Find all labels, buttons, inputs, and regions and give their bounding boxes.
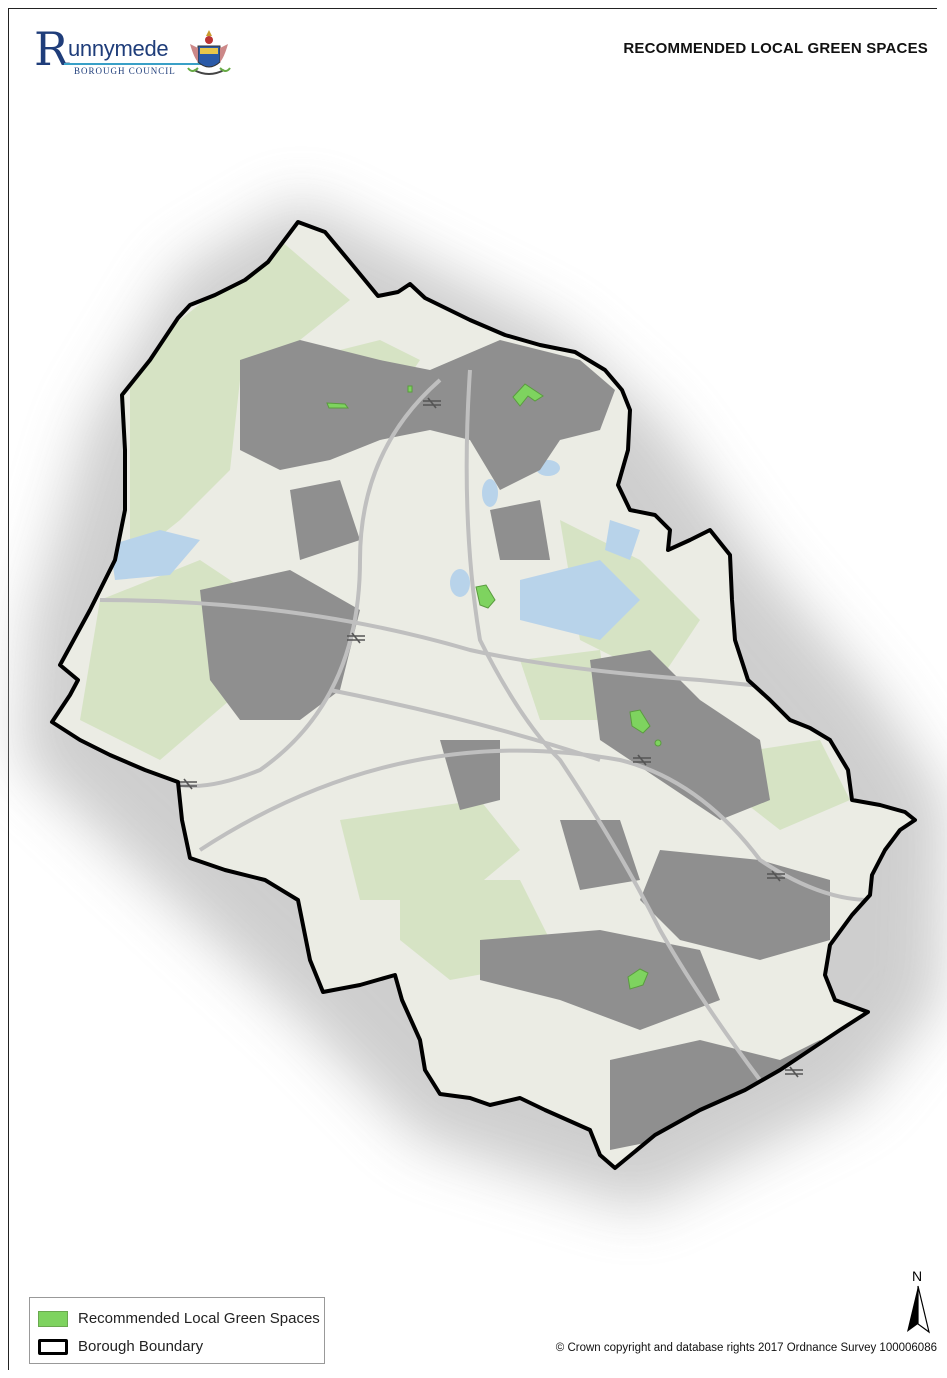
urban-areas — [200, 340, 840, 1150]
green-space-6 — [654, 739, 662, 747]
legend-label: Recommended Local Green Spaces — [78, 1310, 320, 1327]
north-label: N — [912, 1268, 923, 1284]
logo-text: unnymede — [68, 36, 169, 61]
legend-item-green-spaces: Recommended Local Green Spaces — [38, 1310, 320, 1327]
council-logo: R unnymede BOROUGH COUNCIL — [34, 26, 234, 86]
logo-subtext: BOROUGH COUNCIL — [74, 66, 176, 76]
green-space-5 — [629, 709, 651, 734]
green-space-2 — [407, 385, 413, 393]
green-space-7 — [627, 968, 649, 990]
north-arrow-icon — [907, 1285, 930, 1334]
map-frame — [8, 8, 937, 1370]
map-legend: Recommended Local Green Spaces Borough B… — [29, 1297, 325, 1364]
legend-item-boundary: Borough Boundary — [38, 1338, 203, 1355]
rail-station-icons — [179, 397, 803, 1078]
green-space-1 — [326, 402, 349, 409]
copyright-notice: © Crown copyright and database rights 20… — [555, 1342, 937, 1354]
green-spaces[interactable] — [326, 383, 662, 990]
green-space-4 — [475, 584, 496, 609]
water-bodies — [110, 460, 640, 640]
borough-boundary — [50, 220, 917, 1170]
north-arrow: N — [903, 1268, 933, 1334]
green-space-swatch — [38, 1310, 68, 1327]
legend-label: Borough Boundary — [78, 1338, 204, 1355]
green-space-3 — [512, 383, 544, 407]
map-title: RECOMMENDED LOCAL GREEN SPACES — [623, 40, 928, 57]
boundary-swatch — [38, 1338, 68, 1355]
council-crest-icon — [187, 30, 231, 75]
